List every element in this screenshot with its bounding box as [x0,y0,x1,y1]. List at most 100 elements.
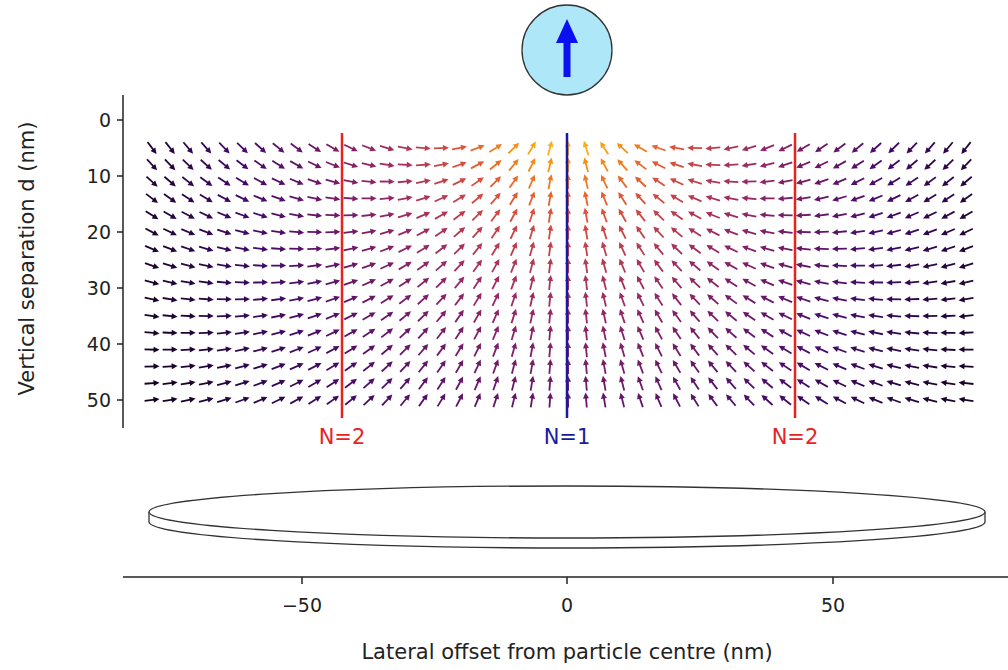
arrow-head [425,145,431,151]
arrow-head [314,146,321,152]
arrow-head [458,360,464,367]
arrow-head [868,313,874,319]
arrow-head [242,163,249,169]
arrow-head [494,259,500,266]
tick [117,287,123,289]
arrow-head [778,246,784,252]
arrow-head [943,164,949,170]
arrow-head [814,313,821,319]
arrow-head [206,197,213,203]
arrow-head [960,197,967,203]
arrow-head [850,246,856,252]
arrow-head [171,263,178,269]
arrow-head [687,145,693,151]
arrow-head [529,258,535,265]
arrow-head [815,396,822,402]
arrow-head [672,310,678,317]
arrow-head [886,279,892,285]
arrow-head [405,295,412,301]
arrow-head [459,194,466,200]
arrow-head [279,180,286,185]
arrow-head [171,380,177,386]
arrow-head [387,262,394,267]
arrow-head [170,230,177,235]
arrow-head [187,164,193,170]
arrow-head [440,277,446,283]
arrow-head [583,359,589,365]
arrow-head [315,329,322,335]
arrow-head [725,311,732,317]
arrow-head [171,363,177,369]
arrow-head [351,279,358,285]
arrow-head [388,162,394,168]
arrow-head [422,344,428,350]
arrow-head [669,161,676,167]
arrow-head [442,178,449,184]
arrow-head [886,296,892,302]
arrow-head [922,296,928,302]
arrow-head [297,313,304,319]
arrow-head [529,359,535,365]
arrow-head [334,179,341,185]
arrow-head [833,146,840,152]
axis-title: Lateral offset from particle centre (nm) [361,642,772,663]
arrow-head [655,326,660,333]
arrow-head [422,327,428,333]
arrow-head [422,394,428,401]
arrow-head [960,180,967,186]
arrow-head [224,196,231,201]
arrow-head [261,330,267,336]
arrow-head [262,246,268,252]
arrow-head [796,329,803,334]
arrow-head [907,147,913,153]
arrow-head [583,141,589,148]
arrow-head [404,328,410,334]
arrow-head [315,396,322,402]
arrow-head [189,296,195,302]
arrow-head [370,212,376,218]
arrow-head [189,246,196,252]
arrow-head [207,346,213,352]
arrow-head [370,229,376,235]
arrow-head [440,377,446,384]
arrow-head [387,295,394,301]
red-line [794,133,797,418]
arrow-head [225,263,231,269]
arrow-head [583,208,589,214]
arrow-head [279,330,286,336]
arrow-head [778,196,784,202]
arrow-head [868,363,875,369]
arrow-head [494,209,500,216]
arrow-head [887,397,894,403]
arrow-head [941,280,947,286]
arrow-head [458,310,464,317]
arrow-head [205,147,211,153]
arrow-head [688,178,695,184]
arrow-head [530,191,536,198]
arrow-head [905,196,912,201]
arrow-head [334,262,340,268]
arrow-head [459,227,466,233]
arrow-head [280,279,286,285]
arrow-head [333,163,340,169]
arrow-head [601,175,606,182]
arrow-head [511,376,517,383]
arrow-head [868,279,874,285]
arrow-head [601,359,607,365]
arrow-head [905,213,912,219]
arrow-head [547,275,553,281]
arrow-head [243,363,250,369]
arrow-head [637,393,643,400]
arrow-head [261,363,268,369]
arrow-head [386,395,392,401]
arrow-head [404,361,410,367]
arrow-head [618,176,624,183]
arrow-head [334,279,341,285]
arrow-head [333,346,340,351]
arrow-head [619,359,625,366]
arrow-head [743,328,750,334]
arrow-head [619,309,625,316]
arrow-head [705,162,711,168]
arrow-head [707,294,713,300]
arrow-head [440,394,446,401]
